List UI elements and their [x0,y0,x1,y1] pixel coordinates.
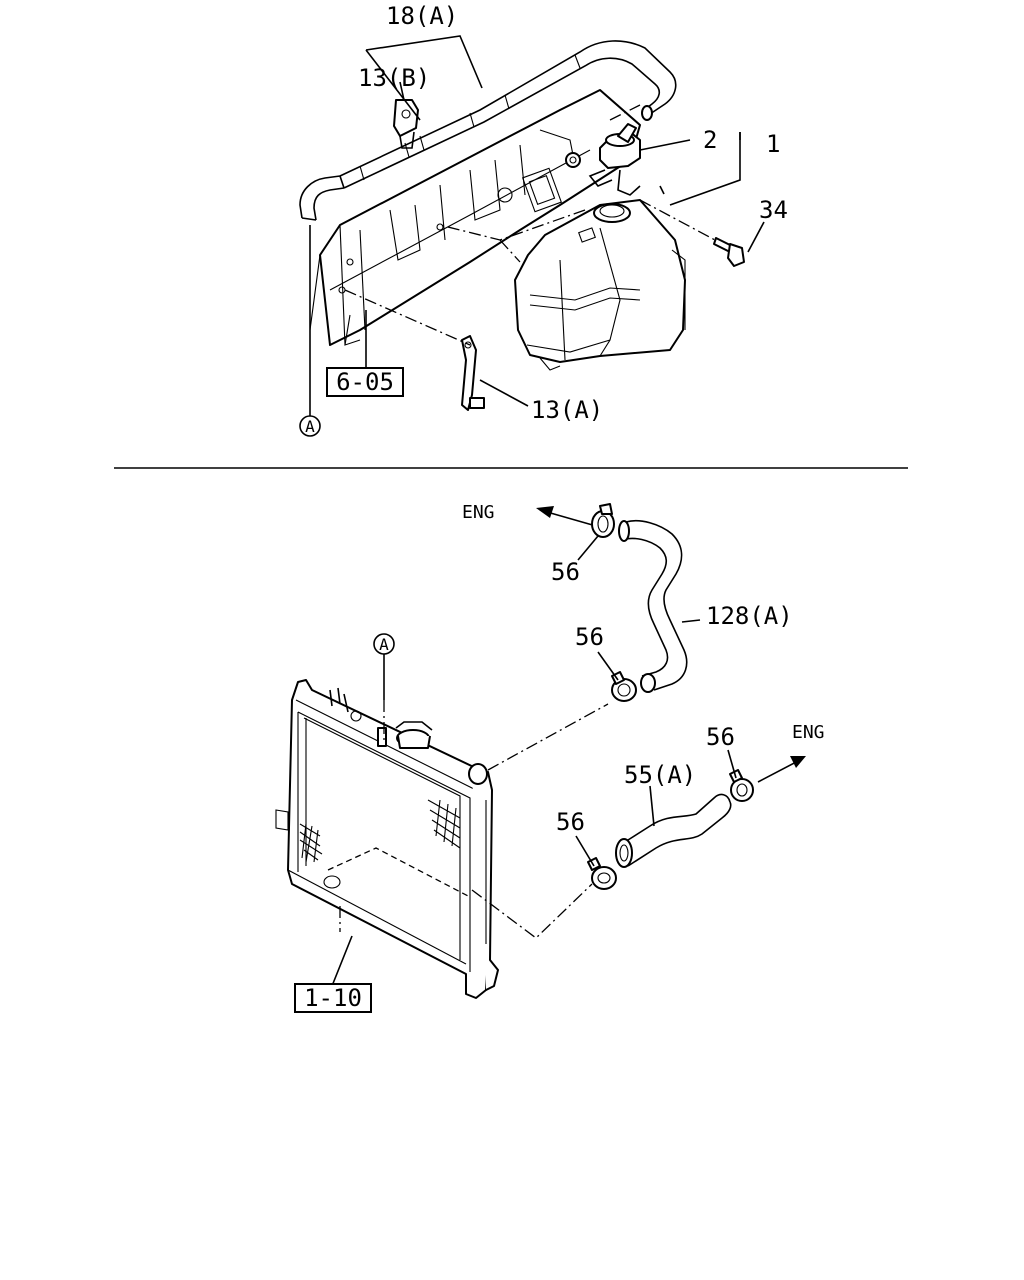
clamp-56-lower-right [729,769,754,802]
top-assembly: 18(A) 13(B) 2 1 34 13(A) 6-05 A [299,2,788,437]
marker-a-top-label: A [305,417,315,436]
bolt-34 [713,237,745,267]
reserve-tank [514,199,686,371]
reference-box-6-05[interactable]: 6-05 [326,367,404,397]
callout-13b: 13(B) [358,64,430,92]
callout-56-upper-hose: 56 [575,623,604,651]
bracket-13a [461,335,485,411]
reference-6-05-label: 6-05 [336,368,394,396]
clamp-56-upper-hose [611,671,637,702]
callout-1: 1 [766,130,780,158]
lower-radiator-hose [615,793,732,868]
callout-13a: 13(A) [531,396,603,424]
bottom-assembly: ENG ENG [275,502,825,1013]
callout-34: 34 [759,196,788,224]
upper-radiator-hose [618,519,688,693]
marker-a-bottom: A [373,633,395,700]
marker-a-top: A [299,415,321,437]
eng-direction-top: ENG [462,502,495,523]
radiator [275,679,499,999]
overflow-hose [299,40,677,221]
marker-a-bottom-label: A [379,635,389,654]
callout-55a: 55(A) [624,761,696,789]
callout-2: 2 [703,126,717,154]
reference-box-1-10[interactable]: 1-10 [294,983,372,1013]
callout-18a: 18(A) [386,2,458,30]
frame-member [309,89,641,346]
clamp-56-lower-left [587,857,617,890]
tank-cap [565,123,665,196]
callout-56-lower-right: 56 [706,723,735,751]
callout-56-top: 56 [551,558,580,586]
clamp-56-top [591,503,615,538]
callout-56-lower-left: 56 [556,808,585,836]
callout-128a: 128(A) [706,602,793,630]
reference-1-10-label: 1-10 [304,984,362,1012]
eng-direction-bottom: ENG [792,722,825,743]
